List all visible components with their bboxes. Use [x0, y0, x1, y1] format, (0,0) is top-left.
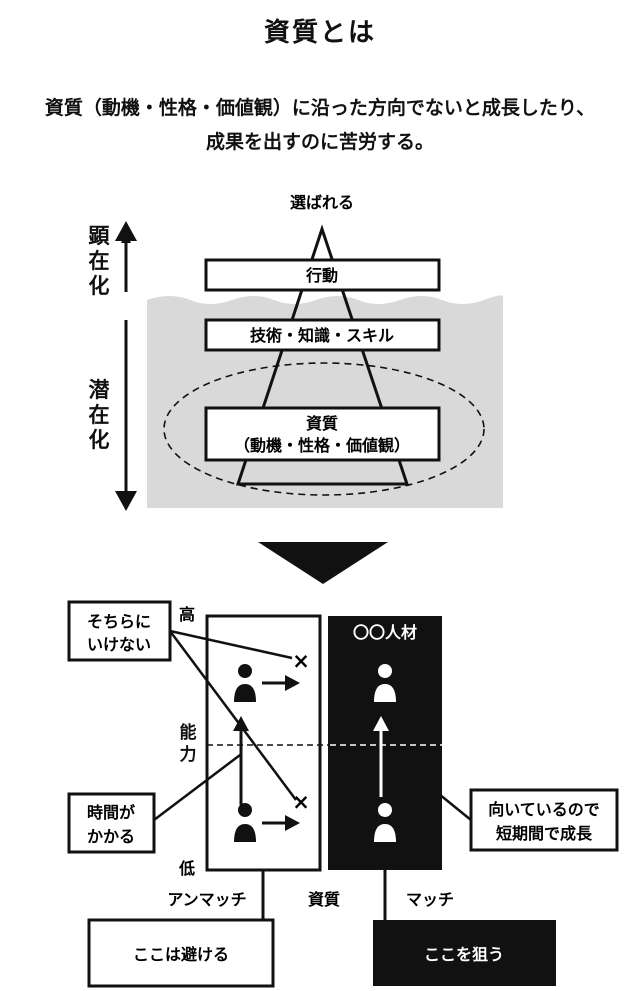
person-icon — [234, 803, 256, 842]
layer-behavior-box — [204, 258, 441, 292]
matched-column-title: 〇〇人材 — [353, 623, 417, 642]
avoid-label: ここは避ける — [133, 945, 229, 964]
callout-suited-line1: 向いているので — [488, 800, 600, 819]
avoid-box — [87, 918, 275, 988]
page-title: 資質とは — [263, 18, 376, 48]
layer-aptitude-label: 資質 — [306, 414, 338, 433]
target-box — [373, 920, 556, 986]
cross-mark: × — [292, 790, 310, 814]
subtitle-line-1: 資質（動機・性格・価値観）に沿った方向でないと成長したり、 — [44, 97, 596, 119]
axis-ability-label: 能力 — [179, 723, 197, 765]
blocked-arrow-head — [285, 815, 300, 831]
iceberg-top-label: 選ばれる — [290, 193, 354, 212]
callout-cannot-reach-line1: そちらに — [87, 612, 151, 631]
axis-high-label: 高 — [179, 605, 195, 624]
latent-label: 潜在化 — [88, 378, 110, 452]
callout-cannot-reach-line2: いけない — [87, 635, 151, 654]
target-label: ここを狙う — [424, 945, 504, 964]
matched-label: マッチ — [406, 890, 454, 909]
person-icon — [234, 664, 256, 702]
callout-takes-time — [67, 792, 156, 854]
visible-label: 顕在化 — [88, 224, 110, 298]
axis-low-label: 低 — [178, 859, 195, 878]
callout-suited-line2: 短期間で成長 — [496, 824, 593, 843]
callout-suited — [469, 788, 619, 852]
person-icon — [374, 803, 396, 842]
growth-arrow-left-head — [233, 716, 249, 731]
unmatched-label: アンマッチ — [167, 890, 246, 909]
iceberg-pyramid — [235, 224, 410, 486]
unmatched-column — [205, 614, 322, 872]
transition-arrow — [258, 542, 388, 584]
layer-skill-box — [204, 318, 441, 352]
layer-skill-label: 技術・知識・スキル — [250, 326, 394, 345]
layer-aptitude-box — [204, 406, 441, 462]
callout-leader — [168, 630, 298, 801]
axis-x-label: 資質 — [308, 890, 340, 909]
visible-arrow-head — [115, 221, 137, 241]
blocked-arrow-head — [285, 675, 300, 691]
person-icon — [374, 664, 396, 702]
layer-aptitude-sub-label: （動機・性格・価値観） — [234, 436, 410, 455]
cross-mark: × — [292, 649, 310, 673]
latent-ellipse — [163, 362, 485, 496]
growth-arrow-right-head — [373, 716, 389, 731]
callout-takes-time-line1: 時間が — [87, 803, 135, 822]
callout-leader — [396, 759, 472, 821]
callout-leader — [169, 629, 293, 660]
subtitle-line-2: 成果を出すのに苦労する。 — [205, 131, 434, 153]
callout-takes-time-line2: かかる — [87, 827, 135, 846]
layer-behavior-label: 行動 — [305, 266, 338, 285]
callout-leader — [153, 754, 241, 821]
latent-arrow-head — [115, 491, 137, 511]
